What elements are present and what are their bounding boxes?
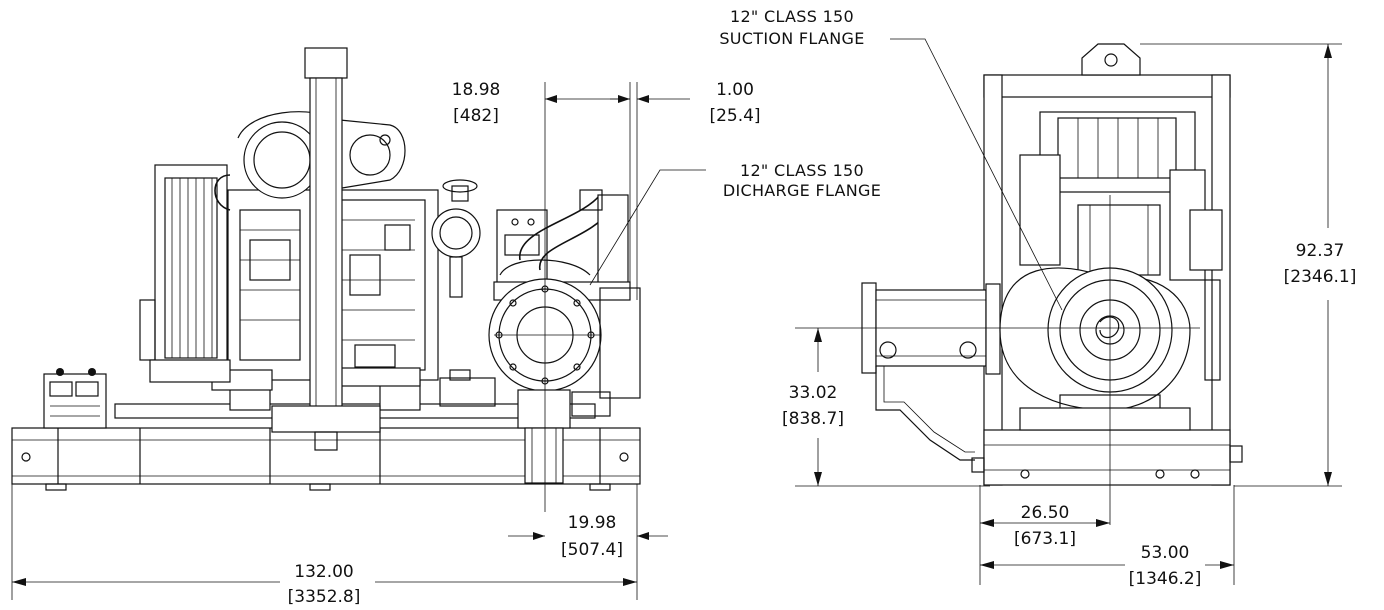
suction-flange-callout: 12" CLASS 150 SUCTION FLANGE bbox=[719, 7, 1063, 311]
air-cleaner bbox=[431, 208, 481, 298]
dim-overall-length-value: 132.00 bbox=[294, 562, 353, 582]
radiator bbox=[139, 164, 228, 371]
dim-suction-to-edge: 18.98 [482] bbox=[452, 80, 630, 126]
exhaust-cap bbox=[442, 179, 478, 202]
side-view bbox=[11, 47, 641, 600]
dim-discharge-offset: 19.98 [507.4] bbox=[508, 513, 668, 560]
dim-half-width: 26.50 [673.1] bbox=[980, 503, 1110, 549]
dim-centerline-height: 33.02 [838.7] bbox=[782, 328, 844, 486]
battery bbox=[43, 368, 107, 429]
dim-suction-to-edge-value: 18.98 bbox=[452, 80, 501, 100]
dim-suction-to-edge-metric: [482] bbox=[453, 106, 499, 126]
dim-discharge-offset-metric: [507.4] bbox=[561, 540, 623, 560]
dim-overall-width: 53.00 [1346.2] bbox=[980, 543, 1234, 589]
dim-overall-height-value: 92.37 bbox=[1296, 241, 1345, 261]
lifting-bail bbox=[271, 47, 381, 451]
dim-flange-thickness-value: 1.00 bbox=[716, 80, 754, 100]
discharge-callout-line1: 12" CLASS 150 bbox=[740, 161, 864, 180]
dim-overall-length-metric: [3352.8] bbox=[288, 587, 361, 607]
dim-half-width-value: 26.50 bbox=[1021, 503, 1070, 523]
dim-overall-width-value: 53.00 bbox=[1141, 543, 1190, 563]
dim-flange-thickness: 1.00 [25.4] bbox=[610, 80, 761, 126]
dim-discharge-offset-value: 19.98 bbox=[568, 513, 617, 533]
front-frame bbox=[971, 74, 1243, 486]
dim-centerline-height-value: 33.02 bbox=[789, 383, 838, 403]
front-suction-pipe bbox=[861, 282, 1001, 461]
front-view bbox=[795, 43, 1243, 525]
discharge-pipe bbox=[499, 189, 629, 286]
suction-callout-line1: 12" CLASS 150 bbox=[730, 7, 854, 26]
suction-callout-line2: SUCTION FLANGE bbox=[719, 29, 864, 48]
dim-overall-width-metric: [1346.2] bbox=[1129, 569, 1202, 589]
dim-half-width-metric: [673.1] bbox=[1014, 529, 1076, 549]
dim-overall-height: 92.37 [2346.1] bbox=[1284, 44, 1357, 486]
dim-overall-length: 132.00 [3352.8] bbox=[12, 562, 637, 607]
dim-overall-height-metric: [2346.1] bbox=[1284, 267, 1357, 287]
dim-flange-thickness-metric: [25.4] bbox=[709, 106, 760, 126]
front-volute bbox=[999, 267, 1191, 431]
front-engine bbox=[1019, 111, 1223, 381]
front-lifting-eye bbox=[1081, 43, 1141, 76]
discharge-callout-line2: DICHARGE FLANGE bbox=[723, 181, 881, 200]
discharge-flange-callout: 12" CLASS 150 DICHARGE FLANGE bbox=[589, 161, 881, 286]
dim-centerline-height-metric: [838.7] bbox=[782, 409, 844, 429]
